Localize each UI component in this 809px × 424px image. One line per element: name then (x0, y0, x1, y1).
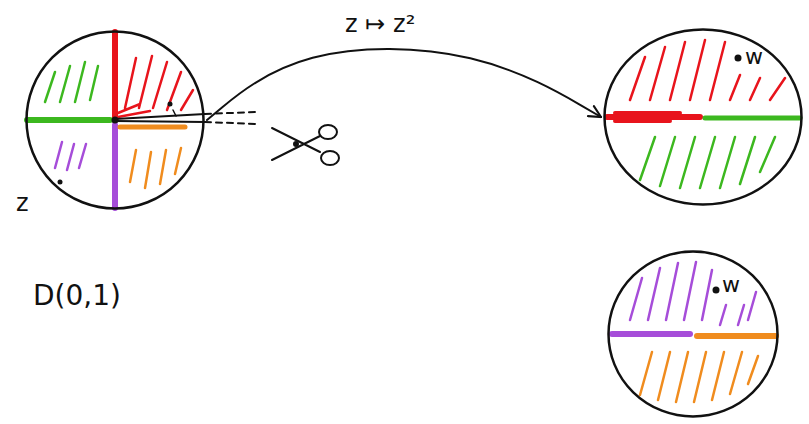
point-tick (173, 110, 176, 116)
map-formula: z ↦ z² (345, 11, 415, 39)
disc-outline-layer (603, 28, 803, 206)
red-hatch (118, 56, 193, 117)
purple-hatch (55, 142, 86, 170)
green-hatch (640, 137, 775, 188)
origin-dot (112, 117, 119, 124)
purple-hatch (630, 262, 756, 325)
red-axis (615, 113, 680, 121)
red-axis (607, 114, 700, 120)
scissors-blade (272, 128, 320, 160)
region-name: D(0,1) (33, 280, 121, 312)
scissors-handle (321, 151, 339, 165)
scissors-pivot (294, 142, 298, 146)
point-dot (168, 102, 173, 107)
orange-axis (697, 333, 776, 339)
green-hatch (45, 62, 98, 102)
point-label: w (722, 272, 740, 297)
disc-region: D(0,1) (25, 30, 205, 210)
red-hatch (630, 40, 785, 100)
cut-line (115, 114, 205, 122)
disc-outline-layer (25, 30, 205, 210)
purple-axis (612, 331, 690, 337)
mapping-arrow (207, 49, 601, 120)
image-disc: w (603, 28, 803, 206)
disc-outline (609, 252, 778, 417)
disc-outline (27, 32, 204, 209)
red-axis (112, 32, 118, 120)
scissors-handle (319, 125, 337, 139)
point-label: w (745, 44, 763, 69)
green-axis (27, 117, 110, 123)
disc-outline-layer (607, 250, 779, 418)
w-dot (713, 287, 720, 294)
orange-hatch (640, 352, 758, 402)
green-axis (705, 116, 800, 121)
image-disc: w (607, 250, 779, 418)
z-dot (58, 180, 63, 185)
scissors-icon (272, 125, 339, 165)
w-dot (735, 55, 742, 62)
purple-axis (112, 125, 118, 208)
disc-outline (605, 30, 802, 205)
orange-axis (120, 125, 185, 130)
orange-hatch (130, 148, 181, 188)
variable-label: z (16, 190, 29, 218)
